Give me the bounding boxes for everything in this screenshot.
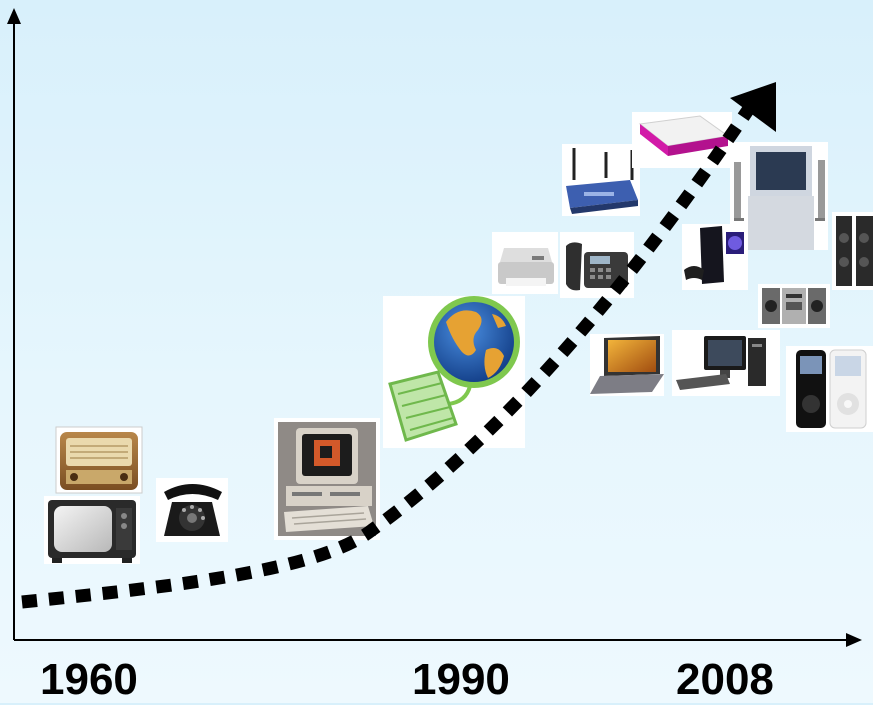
rotary-phone-icon bbox=[156, 478, 228, 542]
laptop-icon bbox=[590, 334, 664, 396]
year-label-1960: 1960 bbox=[40, 655, 138, 704]
x-axis bbox=[14, 633, 862, 647]
y-axis bbox=[7, 8, 21, 640]
stereo-system-icon bbox=[758, 284, 830, 328]
year-label-2008: 2008 bbox=[676, 655, 774, 704]
growth-trend-arrow bbox=[21, 82, 776, 609]
speakers-icon bbox=[832, 212, 873, 290]
crt-television-icon bbox=[44, 496, 140, 564]
radio-icon bbox=[55, 426, 143, 494]
year-label-1990: 1990 bbox=[412, 655, 510, 704]
game-console-icon bbox=[682, 224, 748, 290]
flat-tv-home-theater-icon bbox=[730, 142, 828, 250]
globe-keyboard-icon bbox=[383, 296, 525, 448]
wifi-router-icon bbox=[562, 144, 640, 216]
ipod-icon bbox=[786, 346, 873, 432]
retro-personal-computer-icon bbox=[274, 418, 380, 540]
printer-icon bbox=[492, 232, 558, 294]
arrow-head bbox=[730, 82, 776, 132]
desktop-computer-icon bbox=[672, 330, 780, 396]
